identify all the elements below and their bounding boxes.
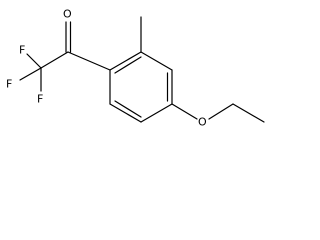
- bonds: [19, 16, 265, 123]
- ring-bond-2: [140, 51, 173, 71]
- atom-o-ether: O: [198, 116, 207, 129]
- atom-o-ketone: O: [63, 8, 72, 21]
- bond-c-cf3: [40, 51, 69, 69]
- bond-c-f-left: [19, 67, 42, 81]
- atom-f-bottom: F: [37, 93, 43, 106]
- bond-ch2-ch3: [232, 103, 265, 123]
- structure-diagram: O F F F O: [6, 8, 265, 129]
- atom-f-top: F: [19, 44, 25, 57]
- ring-bond-1-inner: [114, 56, 142, 74]
- ring-bond-5: [109, 103, 142, 123]
- atom-labels: O F F F O: [6, 8, 207, 129]
- bond-c-ring: [67, 51, 111, 71]
- ring-bond-1: [109, 51, 142, 71]
- bond-c-f-top: [26, 53, 42, 69]
- bond-ring-o: [171, 103, 198, 120]
- ring-bond-4: [140, 103, 173, 123]
- bond-o-ch2: [208, 103, 234, 120]
- atom-f-left: F: [6, 78, 12, 91]
- ring-bond-5-inner: [114, 100, 142, 118]
